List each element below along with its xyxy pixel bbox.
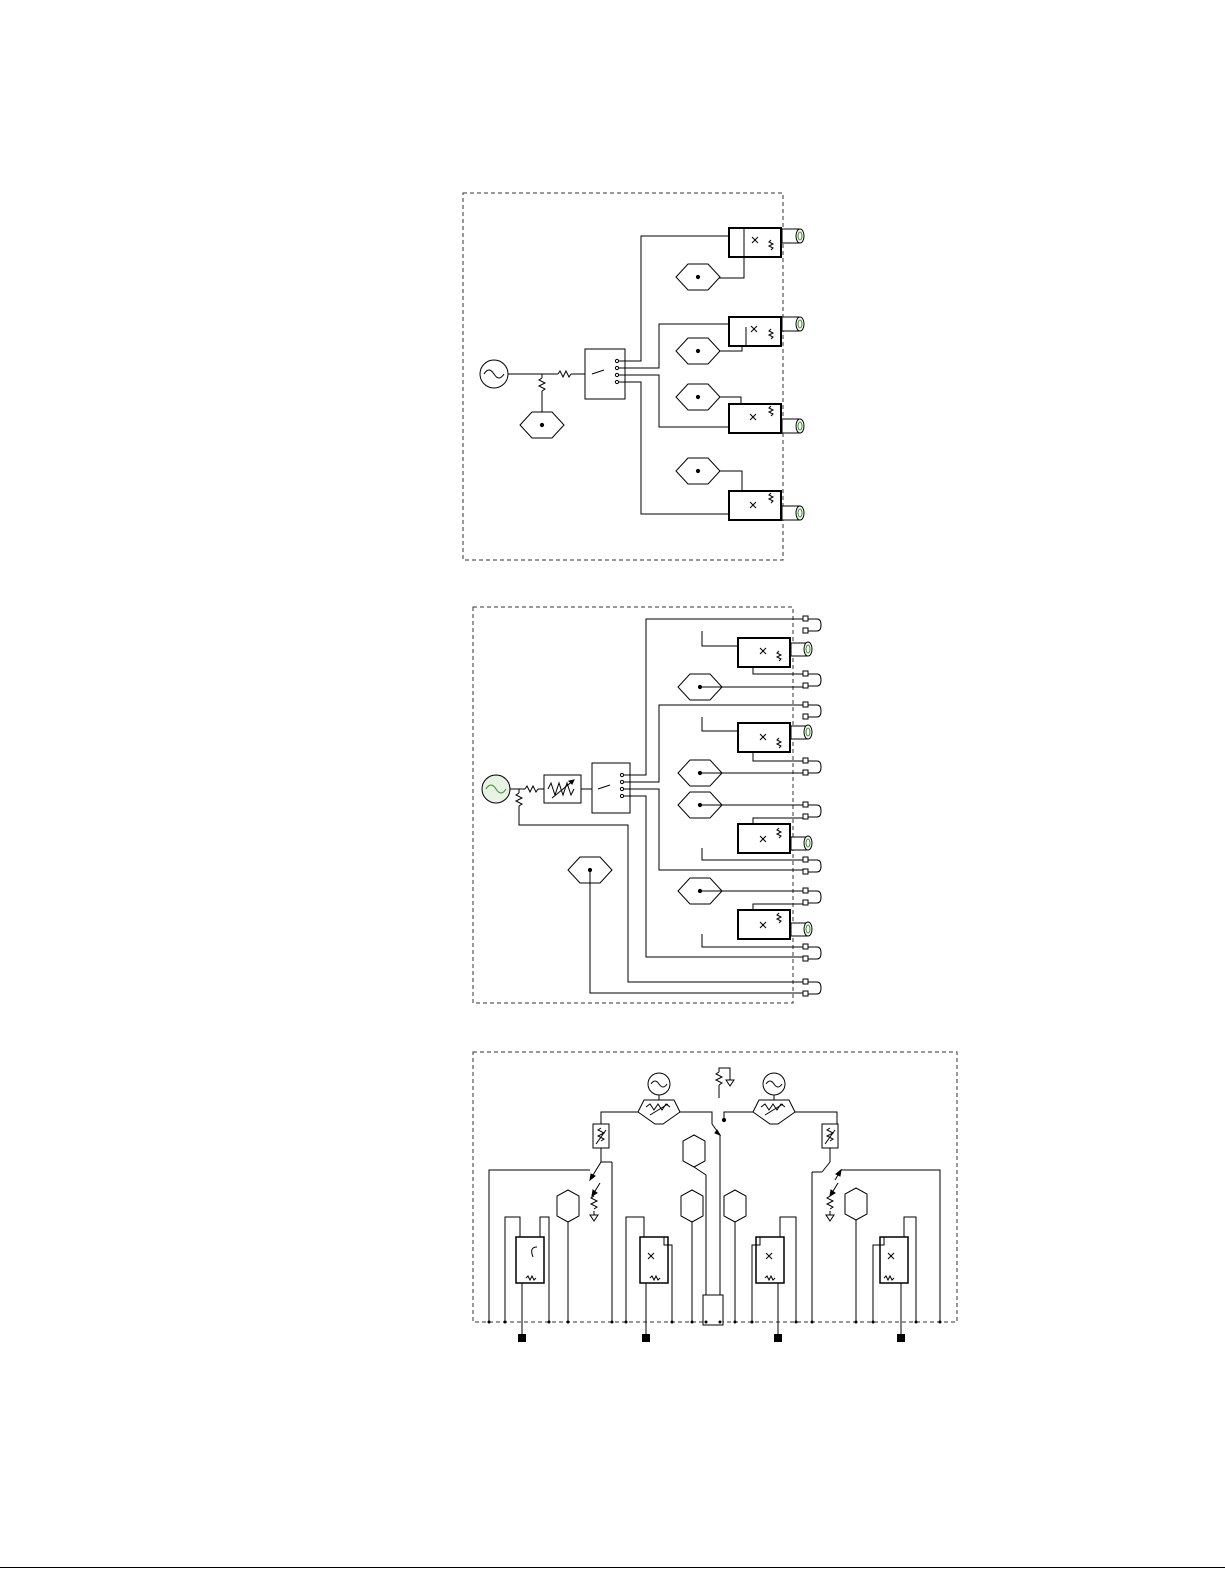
hexagon-sensor-icon	[678, 792, 807, 818]
schematic-2	[473, 607, 821, 1003]
hexagon-sensor-icon	[678, 878, 807, 904]
ac-source-icon	[763, 1073, 785, 1095]
variable-attenuator-icon	[593, 1124, 609, 1148]
probe-module-icon	[703, 471, 781, 520]
schematic-1	[463, 193, 804, 560]
coax-connector-icon	[782, 506, 804, 520]
hexagon-sensor-icon	[678, 674, 807, 700]
variable-attenuator-icon	[822, 1124, 838, 1148]
coax-connector-icon	[782, 317, 804, 331]
probe-module-icon	[873, 1217, 916, 1336]
schematic-3	[473, 1052, 957, 1342]
resistor-icon	[516, 793, 522, 806]
ac-source-icon	[482, 775, 510, 803]
hexagon-sensor-icon	[676, 458, 720, 484]
hexagon-sensor-icon	[681, 1190, 703, 1322]
variable-attenuator-icon	[753, 1100, 795, 1124]
hexagon-sensor-icon	[676, 264, 720, 290]
hexagon-sensor-icon	[520, 412, 564, 438]
page-footer-rule	[0, 1567, 1225, 1568]
probe-module-icon	[752, 1217, 796, 1336]
hexagon-sensor-icon	[557, 1190, 579, 1322]
coax-connector-icon	[782, 229, 804, 243]
probe-module-icon	[505, 1217, 549, 1336]
variable-attenuator-icon	[544, 775, 581, 803]
ac-source-icon	[648, 1073, 670, 1095]
resistor-icon	[525, 786, 538, 792]
coax-connector-icon	[782, 419, 804, 433]
ac-source-icon	[480, 360, 508, 388]
ground-icon	[590, 1183, 600, 1221]
hexagon-sensor-icon	[724, 1190, 746, 1322]
resistor-icon	[539, 378, 545, 391]
ground-icon	[716, 1068, 734, 1086]
probe-module-icon	[626, 1217, 672, 1336]
rotary-switch-icon	[585, 349, 625, 399]
coax-connector-icon	[791, 836, 812, 850]
rotary-switch-icon	[592, 763, 630, 813]
coax-connector-icon	[791, 725, 812, 739]
hexagon-sensor-icon	[676, 338, 720, 364]
hexagon-sensor-icon	[845, 1188, 867, 1322]
hexagon-sensor-icon	[678, 760, 807, 786]
variable-attenuator-icon	[638, 1100, 680, 1124]
ground-icon	[826, 1183, 838, 1221]
terminal-block-icon	[803, 616, 821, 996]
coax-connector-icon	[791, 922, 812, 936]
hexagon-sensor-icon	[676, 384, 720, 410]
coax-connector-icon	[791, 642, 812, 656]
resistor-icon	[558, 371, 571, 377]
